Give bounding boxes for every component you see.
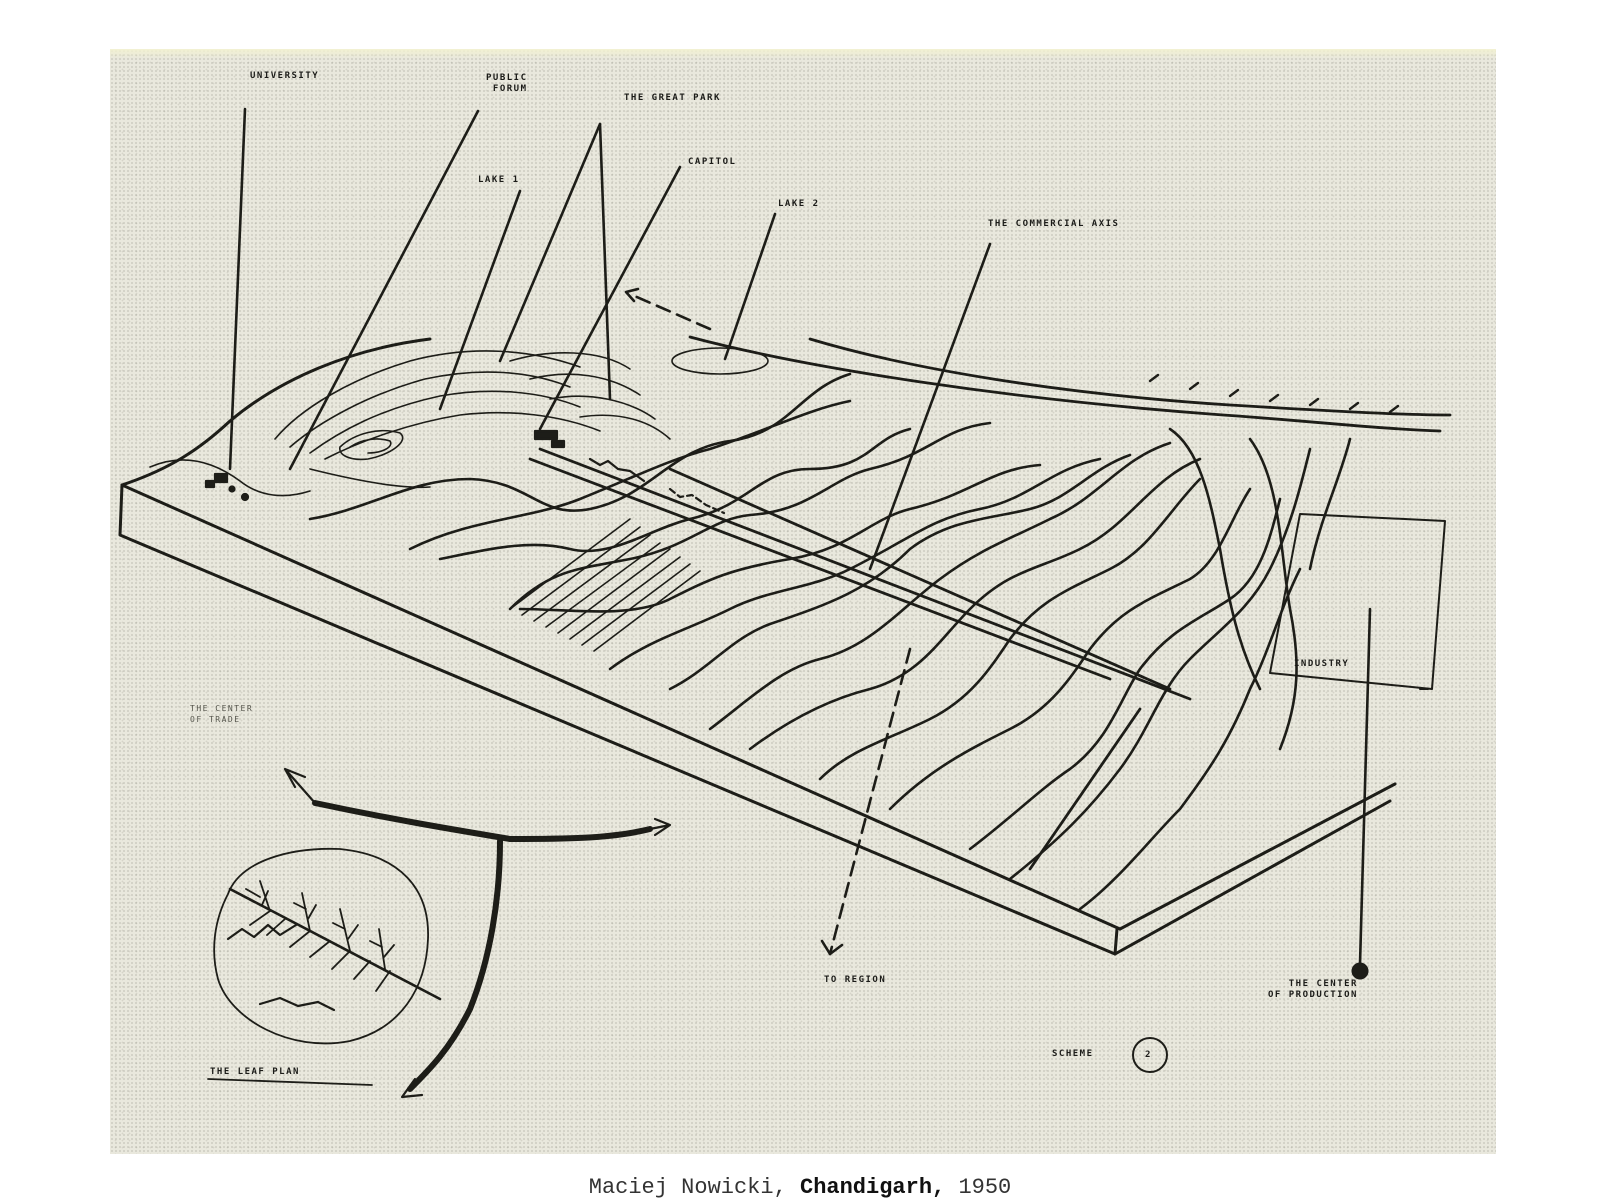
label-the-commercial-axis: THE COMMERCIAL AXIS [988,219,1120,229]
label-scheme: SCHEME [1052,1049,1094,1059]
label-the-great-park: THE GREAT PARK [624,93,721,103]
axis-lines [528,335,1452,871]
dashed-arrows [628,292,912,956]
contour-lines-hills [149,347,769,497]
leader-lines [228,107,1372,966]
production-point-marker [1351,962,1369,980]
sketch-sheet: UNIVERSITY PUBLIC FORUM THE GREAT PARK C… [110,49,1496,1154]
terrain-block [118,337,1397,956]
label-the-center-of-trade: THE CENTER OF TRADE [190,704,254,724]
caption-title: Chandigarh, [800,1175,946,1200]
label-capitol: CAPITOL [688,157,737,167]
label-public-forum: PUBLIC FORUM [486,73,528,94]
plan-sketch-drawing [118,107,1452,1099]
scheme-number-circle [1132,1037,1168,1073]
label-to-region: TO REGION [824,975,887,985]
caption-author: Maciej Nowicki, [588,1175,787,1200]
industry-zone [1269,513,1446,690]
buildings [204,429,726,515]
terraced-fields [509,518,701,652]
label-the-leaf-plan: THE LEAF PLAN [210,1067,300,1077]
label-lake-2: LAKE 2 [778,199,820,209]
label-scheme-number: 2 [1145,1050,1152,1060]
label-the-center-of-production: THE CENTER OF PRODUCTION [1268,979,1358,1000]
figure-caption: Maciej Nowicki, Chandigarh, 1950 [0,1175,1600,1200]
arrowheads [624,287,844,956]
label-university: UNIVERSITY [250,71,320,81]
caption-year: 1950 [958,1175,1012,1200]
ridge-hatches [1148,373,1400,414]
leaf-plan-diagram [207,767,672,1099]
label-lake-1: LAKE 1 [478,175,520,185]
paper-edge [110,49,1496,59]
label-industry: INDUSTRY [1294,659,1350,669]
